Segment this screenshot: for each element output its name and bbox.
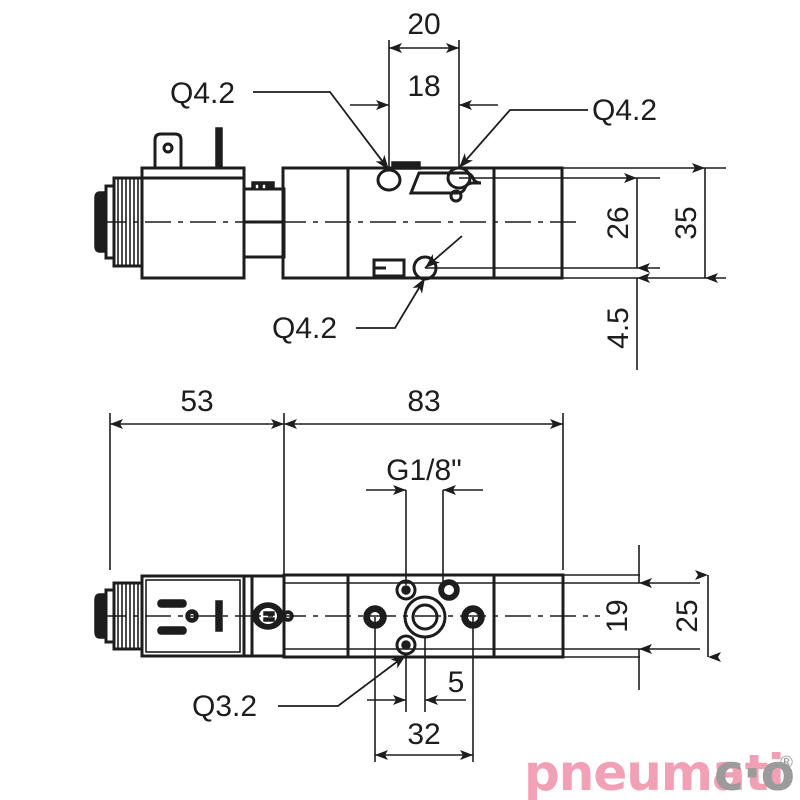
dim-19: 19: [601, 545, 652, 690]
coil-top-plate: [140, 166, 246, 180]
port-hole-top-left: [376, 168, 402, 192]
plan-bottom-extensions: [374, 617, 474, 762]
mount-hole-bottom: [395, 634, 417, 656]
callout-q42-left-label: Q4.2: [170, 77, 235, 110]
dim-26: 26: [602, 173, 650, 273]
top-view-group: 53 83 G1/8": [94, 385, 721, 762]
dim-32-label: 32: [407, 718, 440, 751]
dim-35: 35: [670, 163, 718, 283]
dim-18-label: 18: [407, 70, 440, 103]
dim-25: 25: [671, 570, 721, 662]
dim-19-label: 19: [601, 599, 634, 632]
callout-q42-right-label: Q4.2: [592, 94, 657, 127]
solenoid-coil-side: [94, 127, 286, 280]
seat-slot-2: [263, 617, 275, 622]
dim-g18: G1/8": [366, 454, 483, 585]
port-plan-center-inner: [411, 603, 439, 631]
valve-body-outline: [281, 166, 564, 280]
watermark-logo: pneumati c·o ®: [524, 744, 795, 800]
watermark-registered-mark: ®: [778, 753, 795, 773]
top-pad: [391, 161, 421, 170]
callout-q42-bottom-leader-2: [424, 235, 463, 269]
callout-q32-leader: [278, 654, 407, 707]
callout-q42-bottom: Q4.2: [272, 235, 463, 345]
port-plan-center-outer: [403, 595, 447, 639]
callout-q42-bottom-leader: [356, 277, 426, 329]
valve-body-plan: [100, 573, 600, 659]
connector-blade-1: [157, 599, 187, 608]
dim-25-label: 25: [671, 599, 704, 632]
dim-5-label: 5: [448, 666, 465, 699]
callout-q32-label: Q3.2: [192, 690, 257, 723]
neck-pad-notch-1: [254, 183, 260, 190]
dim-18: 18: [350, 70, 498, 110]
mount-hole-bottom-inner: [401, 640, 411, 650]
callout-q42-left-leader: [253, 91, 390, 171]
dim-5: 5: [367, 666, 466, 705]
dim-32: 32: [375, 718, 473, 760]
mount-hole-top-left-inner: [401, 585, 411, 595]
neck-pad-notch-2: [261, 183, 267, 190]
mounting-tab: [153, 132, 183, 168]
watermark-brand-pink: pneumati: [524, 744, 784, 800]
plan-right-extensions: [563, 574, 700, 658]
dim-4_5: 4.5: [602, 273, 650, 370]
mount-hole-top-left: [395, 579, 417, 601]
mount-hole-top-right-inner: [444, 585, 454, 595]
seat-slot-1: [263, 611, 275, 616]
watermark-brand-gray: c·o: [714, 744, 794, 800]
dim-g18-label: G1/8": [386, 454, 462, 487]
side-view-group: 35 26 4.5 20 18 Q4.2: [94, 8, 726, 370]
dim-20-label: 20: [407, 8, 440, 41]
callout-q32: Q3.2: [192, 654, 407, 723]
dim-chain-53-83: 53 83: [109, 385, 564, 575]
dim-83-label: 83: [407, 385, 440, 418]
connector-blade-3: [215, 600, 223, 632]
small-hole-top: [449, 189, 463, 203]
top-recess: [408, 171, 482, 195]
callout-q42-right-leader: [458, 109, 588, 169]
coil-pin: [215, 127, 223, 169]
dim-26-label: 26: [602, 206, 635, 239]
tab-hole: [162, 142, 174, 154]
dim-4_5-label: 4.5: [602, 307, 635, 349]
valve-body-side: [100, 161, 576, 281]
coil-body: [140, 166, 246, 280]
callout-q42-right: Q4.2: [458, 94, 657, 169]
connector-blade-2: [157, 626, 187, 635]
dim-53-label: 53: [180, 385, 213, 418]
callout-q42-left: Q4.2: [170, 77, 390, 171]
callout-q42-bottom-label: Q4.2: [272, 312, 337, 345]
dim-35-label: 35: [670, 206, 703, 239]
